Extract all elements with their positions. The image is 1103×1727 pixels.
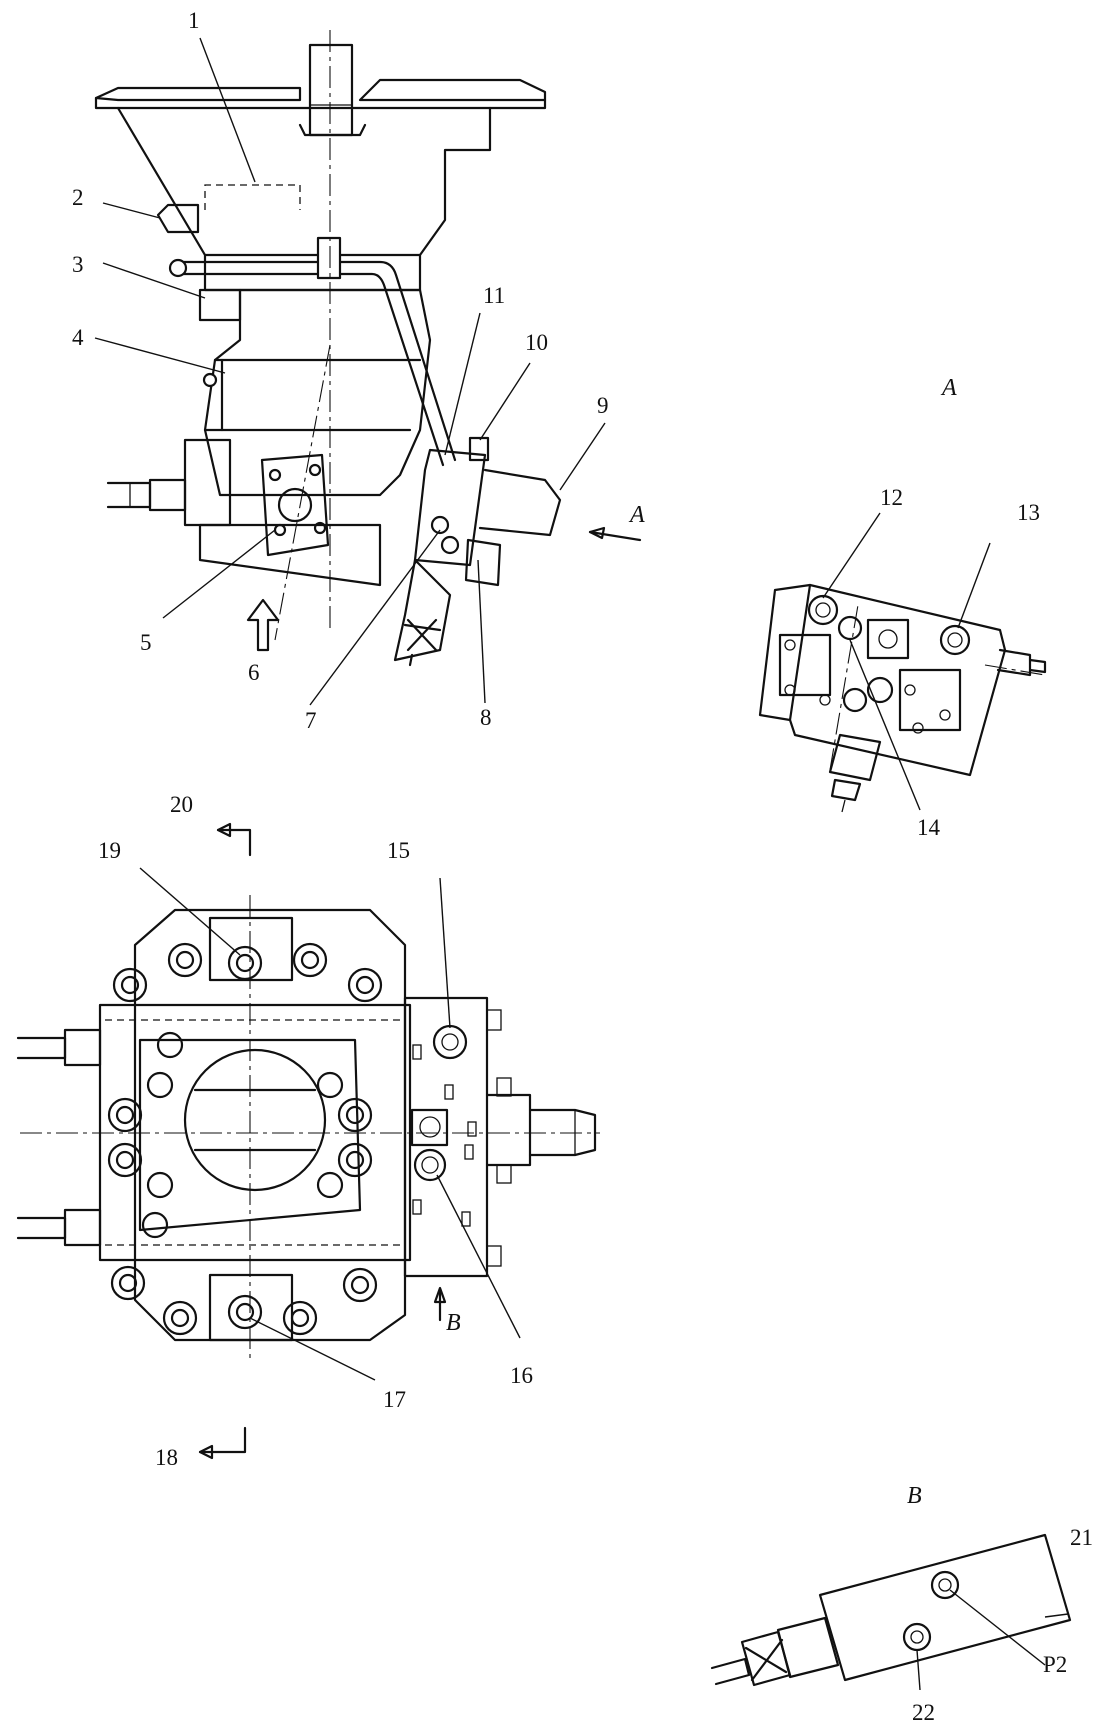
section-view — [16, 822, 600, 1460]
callout-3: 3 — [72, 252, 84, 277]
callout-11: 11 — [483, 283, 505, 308]
callout-9: 9 — [597, 393, 609, 418]
callout-7: 7 — [305, 708, 317, 733]
callout-17: 17 — [383, 1387, 406, 1412]
callout-6: 6 — [248, 660, 260, 685]
callout-10: 10 — [525, 330, 548, 355]
view-b-arrow-label: B — [446, 1310, 461, 1336]
view-b-title: B — [907, 1483, 922, 1509]
callout-p2: P2 — [1043, 1652, 1067, 1677]
callout-14: 14 — [917, 815, 941, 840]
callout-16: 16 — [510, 1363, 533, 1388]
callout-2: 2 — [72, 185, 84, 210]
callout-15: 15 — [387, 838, 410, 863]
callout-22: 22 — [912, 1700, 935, 1725]
callout-5: 5 — [140, 630, 152, 655]
view-a-title: A — [940, 375, 957, 401]
callout-20: 20 — [170, 792, 193, 817]
callout-12: 12 — [880, 485, 903, 510]
callout-1: 1 — [188, 8, 200, 33]
callout-13: 13 — [1017, 500, 1040, 525]
callout-18: 18 — [155, 1445, 178, 1470]
view-a-arrow-label: A — [628, 502, 645, 528]
callout-19: 19 — [98, 838, 121, 863]
callout-21: 21 — [1070, 1525, 1093, 1550]
callout-labels: 1 2 3 4 5 6 7 8 9 10 11 12 13 14 15 16 1… — [72, 8, 1093, 1725]
callout-8: 8 — [480, 705, 492, 730]
callout-4: 4 — [72, 325, 84, 350]
side-view — [94, 30, 562, 667]
leader-lines — [94, 37, 1069, 1691]
view-a — [758, 583, 1047, 813]
view-b — [710, 1533, 1072, 1687]
